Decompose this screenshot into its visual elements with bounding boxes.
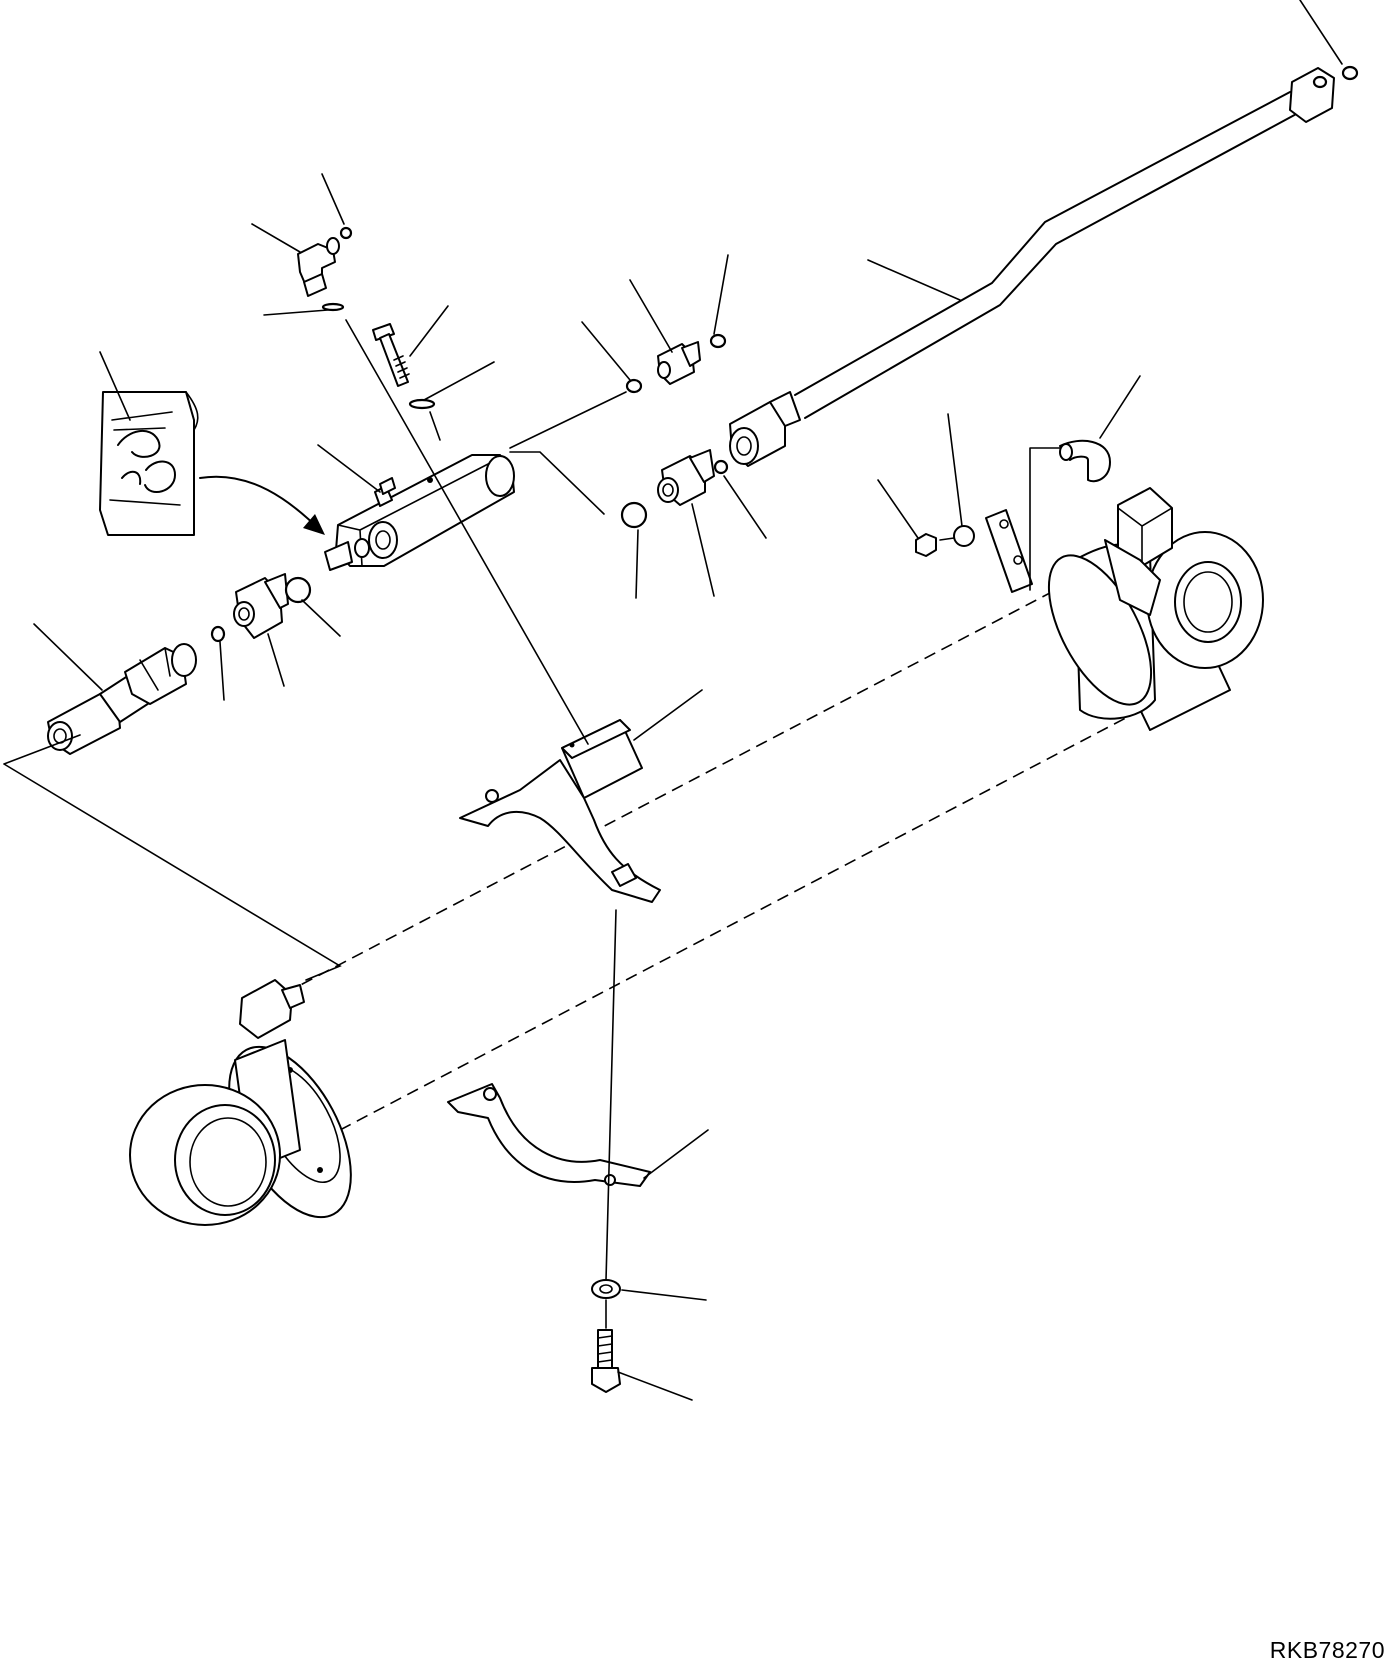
- bolt-icon: [591, 1329, 621, 1393]
- connector-fitting-icon: [233, 573, 289, 639]
- clamp-icon: [447, 1083, 651, 1187]
- o-ring-icon: [709, 333, 727, 349]
- hose-assembly-icon: [47, 643, 197, 755]
- grease-callout-icon: [99, 391, 325, 536]
- nut-icon: [915, 533, 937, 557]
- valve-block-icon: [324, 454, 515, 571]
- o-ring-icon: [620, 501, 648, 529]
- drawing-code: RKB78270: [1269, 1637, 1385, 1663]
- washer-icon: [408, 398, 436, 410]
- o-ring-icon: [284, 576, 312, 604]
- o-ring-icon: [210, 625, 226, 643]
- bolt-icon: [372, 323, 410, 387]
- washer-icon: [591, 1279, 621, 1299]
- clamp-icon: [459, 719, 661, 903]
- leader-lines: [33, 0, 1343, 1401]
- hydraulic-cylinder-icon: [129, 487, 1264, 1226]
- clamp-icon: [1059, 439, 1111, 483]
- o-ring-icon: [1341, 65, 1359, 81]
- elbow-fitting-icon: [297, 226, 353, 297]
- connector-fitting-icon: [657, 341, 701, 385]
- o-ring-icon: [713, 459, 729, 475]
- steel-tube-icon: [729, 67, 1335, 467]
- washer-icon: [953, 525, 975, 547]
- o-ring-icon: [321, 302, 345, 312]
- assembly-lines: [3, 319, 1061, 1329]
- connector-fitting-icon: [657, 449, 715, 506]
- o-ring-icon: [625, 378, 643, 394]
